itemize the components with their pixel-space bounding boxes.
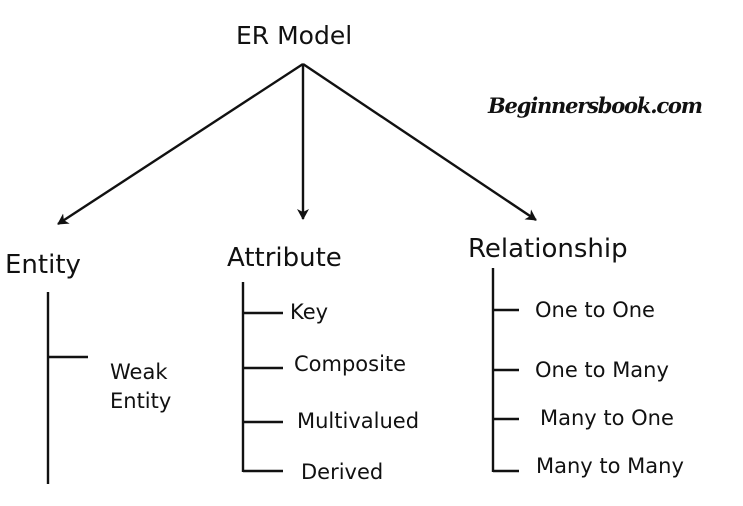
branch-relationship-title: Relationship bbox=[468, 234, 628, 264]
arrow-to-relationship bbox=[302, 63, 537, 221]
attribute-item-multivalued: Multivalued bbox=[297, 409, 420, 433]
branch-entity-title: Entity bbox=[5, 250, 81, 280]
attribute-item-composite: Composite bbox=[294, 352, 407, 376]
arrow-to-entity bbox=[57, 62, 304, 226]
branch-attribute-title: Attribute bbox=[227, 243, 342, 273]
entity-item-weak-entity: Weak Entity bbox=[110, 360, 172, 413]
attribute-item-derived: Derived bbox=[301, 460, 384, 484]
relationship-item-one-to-many: One to Many bbox=[535, 358, 669, 382]
attribute-item-key: Key bbox=[290, 300, 329, 324]
site-watermark: Beginnersbook.com bbox=[488, 93, 703, 118]
relationship-item-one-to-one: One to One bbox=[535, 298, 655, 322]
root-node-er-model: ER Model bbox=[236, 21, 353, 50]
relationship-item-many-to-many: Many to Many bbox=[536, 454, 684, 478]
relationship-item-many-to-one: Many to One bbox=[540, 406, 674, 430]
